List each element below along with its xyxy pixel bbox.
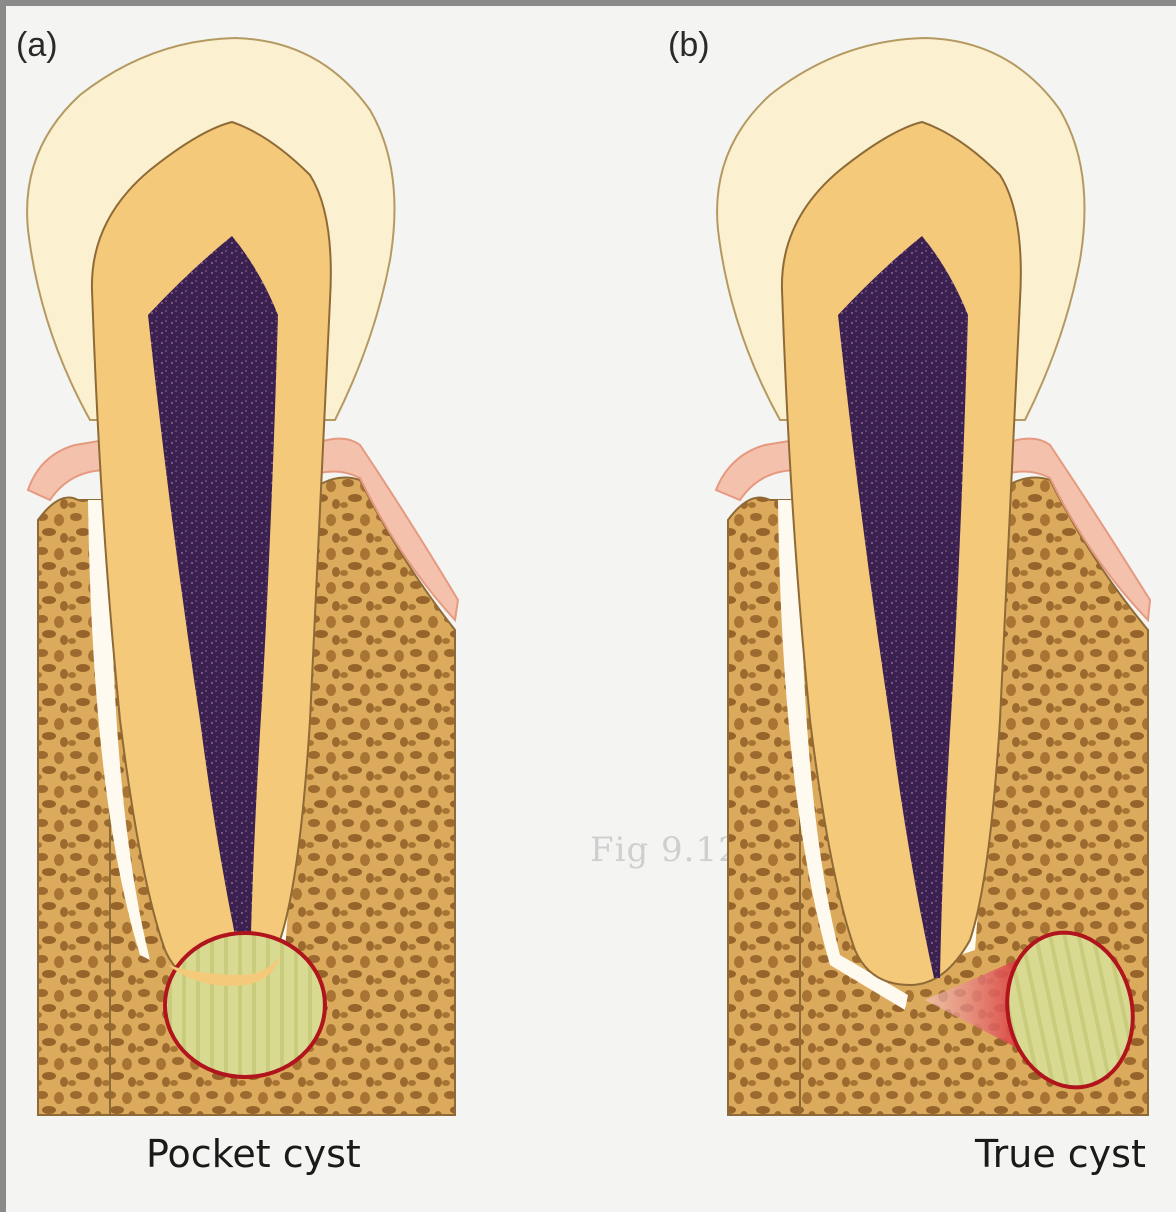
caption-true-cyst: True cyst (975, 1132, 1146, 1176)
panel-b-illustration (716, 38, 1150, 1115)
gingiva-b-left (716, 440, 798, 500)
gingiva-a-left (28, 440, 108, 500)
panel-label-b: (b) (668, 26, 710, 65)
panel-a-illustration (27, 38, 458, 1115)
pocket-cyst-lesion (165, 933, 325, 1077)
panel-label-a: (a) (16, 26, 58, 65)
caption-pocket-cyst: Pocket cyst (146, 1132, 361, 1176)
